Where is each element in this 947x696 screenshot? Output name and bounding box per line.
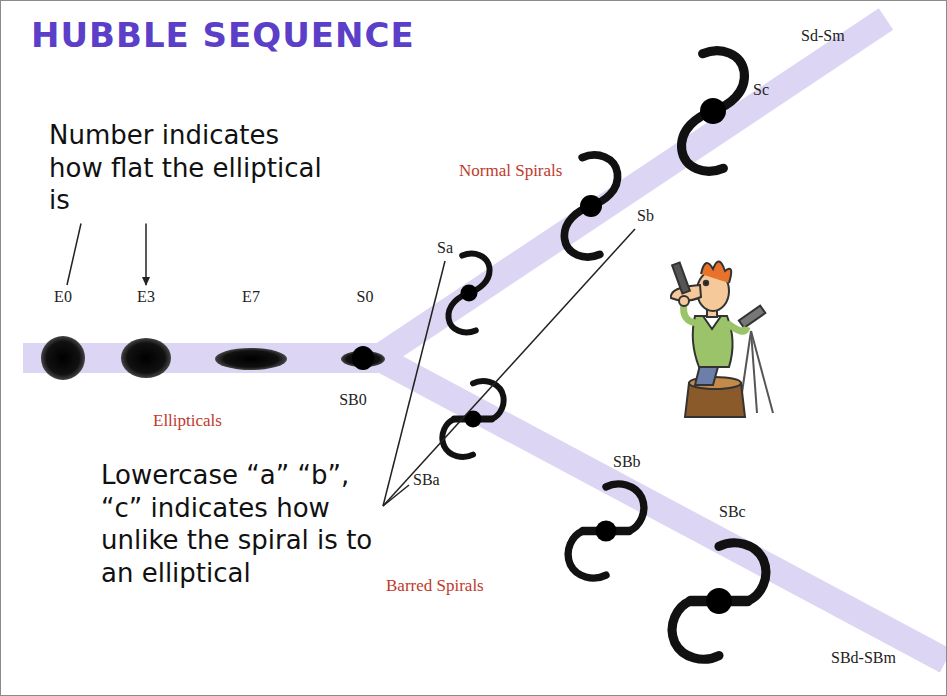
callout-note: Number indicates how flat the elliptical… [49, 119, 334, 217]
astronomer-cartoon [671, 261, 773, 417]
group-label: Barred Spirals [386, 576, 484, 596]
class-label: SBd-SBm [831, 649, 896, 667]
class-label: SBc [719, 503, 746, 521]
class-label: E3 [137, 288, 155, 306]
class-label: S0 [357, 288, 374, 306]
class-label: SBa [413, 471, 440, 489]
class-label: Sd-Sm [801, 27, 845, 45]
spiral-galaxies [442, 51, 766, 659]
group-label: Ellipticals [153, 411, 222, 431]
sequence-band [23, 19, 946, 661]
class-label: SBb [613, 453, 641, 471]
elliptical-galaxies [41, 336, 385, 380]
class-label: SB0 [339, 391, 367, 409]
class-label: Sb [637, 207, 654, 225]
class-label: E7 [242, 288, 260, 306]
callout-note: Lowercase “a” “b”, “c” indicates how unl… [101, 459, 376, 589]
class-label: Sc [753, 81, 769, 99]
group-label: Normal Spirals [459, 161, 562, 181]
class-label: E0 [54, 288, 72, 306]
class-label: Sa [437, 239, 453, 257]
slide-title: HUBBLE SEQUENCE [31, 15, 415, 55]
